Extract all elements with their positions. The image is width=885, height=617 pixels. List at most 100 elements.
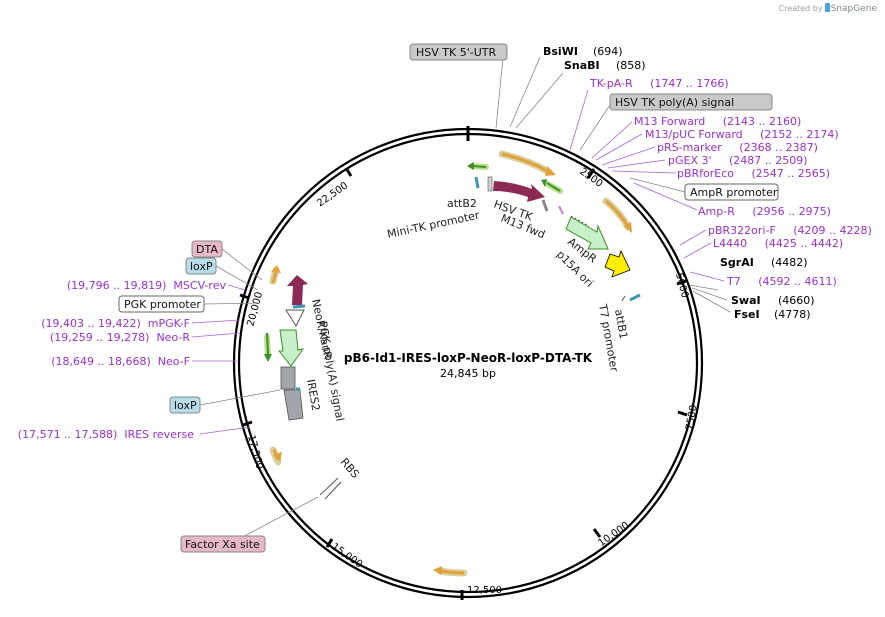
label-loxp-bottom: loxP — [174, 399, 197, 412]
enzyme-bsiwi-name[interactable]: BsiWI — [543, 45, 578, 58]
attb1-marker — [629, 293, 641, 302]
box-dta[interactable] — [191, 240, 223, 258]
box-ampr-promoter[interactable] — [684, 183, 779, 201]
green-arrowhead — [541, 179, 547, 187]
label-ampr-promoter: AmpR promoter — [690, 186, 778, 199]
green-arrow — [472, 165, 487, 168]
orf-arrow — [501, 152, 550, 174]
label-loxp-top: loxP — [190, 260, 213, 273]
primer-label[interactable]: TK-pA-R (1747 .. 1766) — [589, 77, 729, 90]
enzyme-swai-name[interactable]: SwaI — [731, 294, 761, 307]
leader-line — [203, 302, 261, 305]
tick-mark — [586, 168, 596, 179]
credit-brand: SnapGene — [830, 4, 877, 14]
primer-label[interactable]: T7 (4592 .. 4611) — [726, 275, 837, 288]
mini-tk-promoter-feature[interactable] — [487, 176, 493, 192]
leader-line — [495, 57, 504, 129]
leader-line — [199, 389, 281, 406]
pgk-polya-feature[interactable] — [285, 309, 305, 328]
orf-arrowhead — [545, 166, 556, 176]
primer-label[interactable]: (19,403 .. 19,422) mPGK-F — [41, 317, 190, 330]
leader-lines — [199, 56, 731, 541]
rbs-feature[interactable] — [319, 477, 339, 496]
pgk-promoter-feature[interactable] — [277, 329, 305, 367]
leader-line — [579, 101, 613, 151]
enzyme-sgrai-name[interactable]: SgrAI — [720, 256, 754, 269]
restriction-sites: BsiWI (694) SnaBI (858) SgrAI (4482) Swa… — [543, 45, 815, 321]
tick-mark — [325, 538, 334, 548]
ires2-feature[interactable] — [280, 366, 296, 390]
green-arrow — [546, 182, 561, 192]
enzyme-fsei-pos: (4778) — [774, 308, 811, 321]
neor-kanr-feature[interactable] — [287, 275, 308, 305]
leader-line — [221, 248, 263, 281]
primer-site — [558, 205, 564, 215]
primer-label[interactable]: pBRforEco (2547 .. 2565) — [677, 167, 830, 180]
enzyme-fsei-name[interactable]: FseI — [734, 308, 760, 321]
leader-line — [683, 242, 712, 259]
primer-label[interactable]: (19,796 .. 19,819) MSCV-rev — [67, 279, 227, 292]
orf-arrowhead — [624, 222, 632, 233]
leader-line — [689, 271, 725, 282]
tick-label: 12,500 — [467, 585, 502, 596]
leader-line — [679, 229, 707, 246]
leader-line — [227, 284, 246, 291]
leader-line — [633, 182, 698, 211]
enzyme-sgrai-pos: (4482) — [771, 256, 808, 269]
credit-prefix: Created by — [778, 4, 823, 13]
tick-mark — [592, 528, 602, 538]
box-loxp-top[interactable] — [185, 257, 217, 275]
ampr-feature[interactable] — [565, 216, 609, 250]
tick-mark — [676, 279, 687, 286]
leader-line — [601, 146, 656, 166]
label-dta: DTA — [196, 243, 218, 256]
label-hsv-polya: HSV TK poly(A) signal — [615, 96, 734, 109]
m13-fwd-feature[interactable] — [541, 199, 549, 212]
orf-arrow — [441, 569, 465, 575]
box-hsv-utr[interactable] — [409, 43, 508, 61]
box-factor-xa[interactable] — [180, 535, 266, 553]
primer-label[interactable]: M13 Forward (2143 .. 2160) — [634, 115, 801, 128]
plasmid-size: 24,845 bp — [440, 367, 496, 380]
boxed-labels: HSV TK 5'-UTR HSV TK poly(A) signal AmpR… — [118, 43, 779, 553]
orf-arrows — [269, 150, 632, 577]
orf-arrowhead — [271, 265, 281, 273]
primer-label[interactable]: pBR322ori-F (4209 .. 4228) — [708, 224, 872, 237]
label-mini-tk-promoter: Mini-TK promoter — [386, 209, 481, 241]
primer-label[interactable]: (19,259 .. 19,278) Neo-R — [50, 331, 190, 344]
rbs-feature[interactable] — [324, 481, 342, 500]
leader-line — [591, 121, 633, 159]
enzyme-bsiwi-pos: (694) — [593, 45, 623, 58]
orf-arrowhead — [273, 452, 282, 462]
primer-label[interactable]: pGEX 3' (2487 .. 2509) — [668, 154, 808, 167]
green-arrows — [264, 162, 563, 362]
p15a-ori-feature[interactable] — [604, 249, 631, 278]
primer-label[interactable]: L4440 (4425 .. 4442) — [713, 237, 843, 250]
ires2-feature-lower[interactable] — [283, 389, 304, 421]
primer-label[interactable]: (18,649 .. 18,668) Neo-F — [51, 355, 190, 368]
tick-label: 7500 — [684, 404, 699, 431]
enzyme-snabi-pos: (858) — [616, 59, 646, 72]
attb2-marker — [474, 176, 480, 189]
box-loxp-bottom[interactable] — [169, 396, 201, 414]
leader-line — [199, 426, 251, 435]
t7-promoter-feature[interactable] — [621, 295, 626, 302]
primer-label[interactable]: (17,571 .. 17,588) IRES reverse — [18, 428, 194, 441]
leader-line — [515, 72, 564, 129]
primer-label[interactable]: M13/pUC Forward (2152 .. 2174) — [645, 128, 839, 141]
loxp-marker — [292, 304, 306, 309]
label-rbs: RBS — [338, 456, 362, 481]
label-attb2: attB2 — [447, 197, 477, 210]
credit-badge: Created by SnapGene — [779, 3, 877, 14]
scale-ticks — [239, 167, 688, 600]
hsv-tk-feature[interactable] — [493, 181, 545, 202]
primer-label[interactable]: Amp-R (2956 .. 2975) — [698, 205, 831, 218]
tick-label: 5000 — [673, 272, 690, 299]
green-arrow — [266, 332, 269, 355]
box-pgk-promoter[interactable] — [118, 295, 205, 313]
box-hsv-polya[interactable] — [609, 93, 773, 111]
enzyme-snabi-name[interactable]: SnaBI — [564, 59, 600, 72]
primer-label[interactable]: pRS-marker (2368 .. 2387) — [657, 141, 818, 154]
leader-line — [595, 133, 643, 161]
label-pgk-promoter: PGK promoter — [124, 298, 201, 311]
